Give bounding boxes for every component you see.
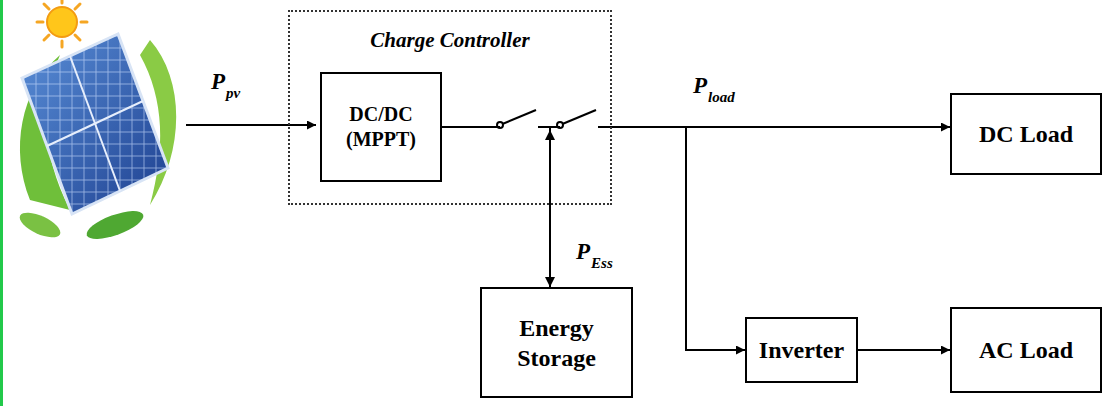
edge-bar [0, 0, 3, 406]
power-connector [858, 350, 950, 351]
pv-power-arrow [186, 124, 316, 126]
switch-symbols [497, 110, 596, 128]
storage-box: Energy Storage [480, 287, 633, 398]
box-label: DC Load [979, 119, 1073, 149]
converter-box: DC/DC (MPPT) [320, 72, 442, 182]
power-connector [442, 127, 555, 287]
power-symbol: P [693, 74, 707, 97]
box-label: AC Load [979, 335, 1073, 365]
solar-panel-illustration [16, 0, 176, 245]
power-symbol: P [576, 240, 590, 263]
power-connector [442, 127, 950, 128]
box-label: Energy Storage [490, 313, 623, 373]
inverter-box: Inverter [745, 317, 858, 383]
power-subscript: pv [226, 86, 240, 101]
controller-group: Charge ControllerDC/DC (MPPT) [288, 10, 612, 205]
power-symbol: P [211, 70, 225, 93]
group-heading: Charge Controller [290, 28, 610, 53]
power-subscript: Ess [591, 256, 613, 271]
power-subscript: load [708, 90, 735, 105]
load-box: DC Load [950, 93, 1102, 175]
box-label: Inverter [759, 335, 844, 365]
load-box: AC Load [950, 307, 1102, 393]
box-label: DC/DC (MPPT) [330, 102, 432, 152]
